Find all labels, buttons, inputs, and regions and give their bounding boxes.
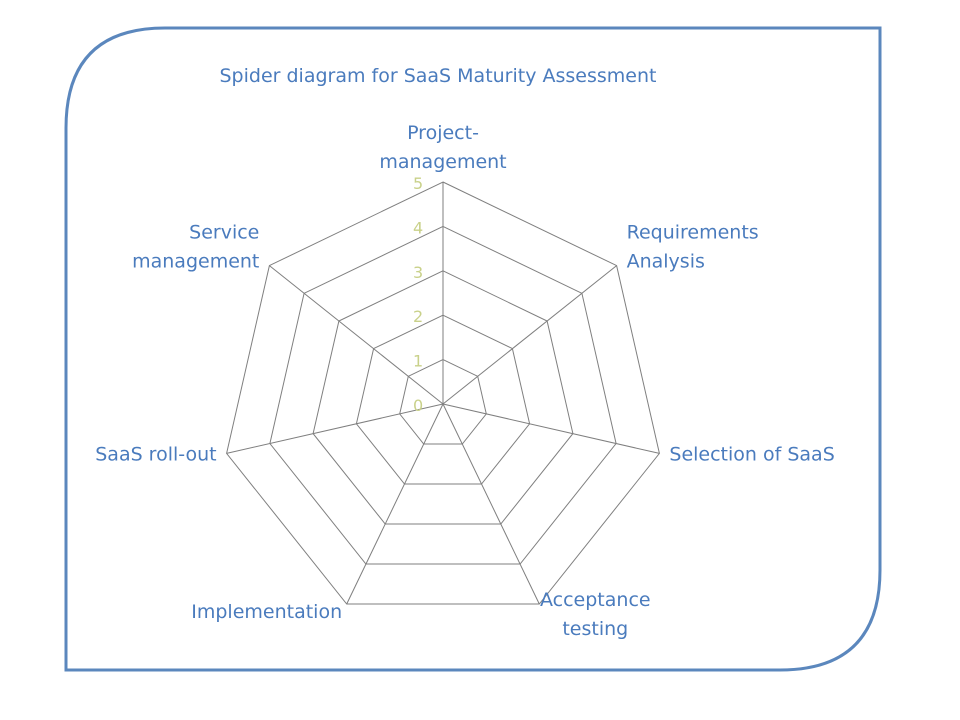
axis-spoke-1 bbox=[442, 265, 617, 405]
grid-ring-1 bbox=[399, 359, 487, 445]
tick-label-3: 3 bbox=[413, 263, 423, 282]
grid-layer bbox=[226, 181, 660, 605]
tick-label-0: 0 bbox=[413, 396, 423, 415]
tick-label-4: 4 bbox=[413, 218, 423, 237]
grid-ring-4 bbox=[269, 225, 617, 565]
axis-spoke-4 bbox=[346, 403, 444, 605]
tick-label-5: 5 bbox=[413, 174, 423, 193]
tick-layer: 0 1 2 3 4 5 bbox=[413, 174, 423, 415]
axis-spoke-6 bbox=[269, 265, 444, 405]
grid-ring-5 bbox=[226, 181, 660, 605]
axis-spoke-5 bbox=[226, 403, 444, 454]
axis-spoke-3 bbox=[442, 403, 540, 605]
axis-spoke-2 bbox=[442, 403, 660, 454]
chart-title: Spider diagram for SaaS Maturity Assessm… bbox=[220, 65, 657, 87]
grid-ring-3 bbox=[312, 270, 574, 525]
grid-ring-2 bbox=[355, 314, 531, 485]
tick-label-2: 2 bbox=[413, 307, 423, 326]
category-label-2: Selection of SaaS bbox=[669, 443, 834, 465]
category-label-4: Implementation bbox=[191, 601, 342, 623]
tick-label-1: 1 bbox=[413, 352, 423, 371]
category-label-0: Project-management bbox=[379, 122, 506, 173]
category-label-5: SaaS roll-out bbox=[95, 443, 216, 465]
chart-frame bbox=[64, 26, 882, 672]
